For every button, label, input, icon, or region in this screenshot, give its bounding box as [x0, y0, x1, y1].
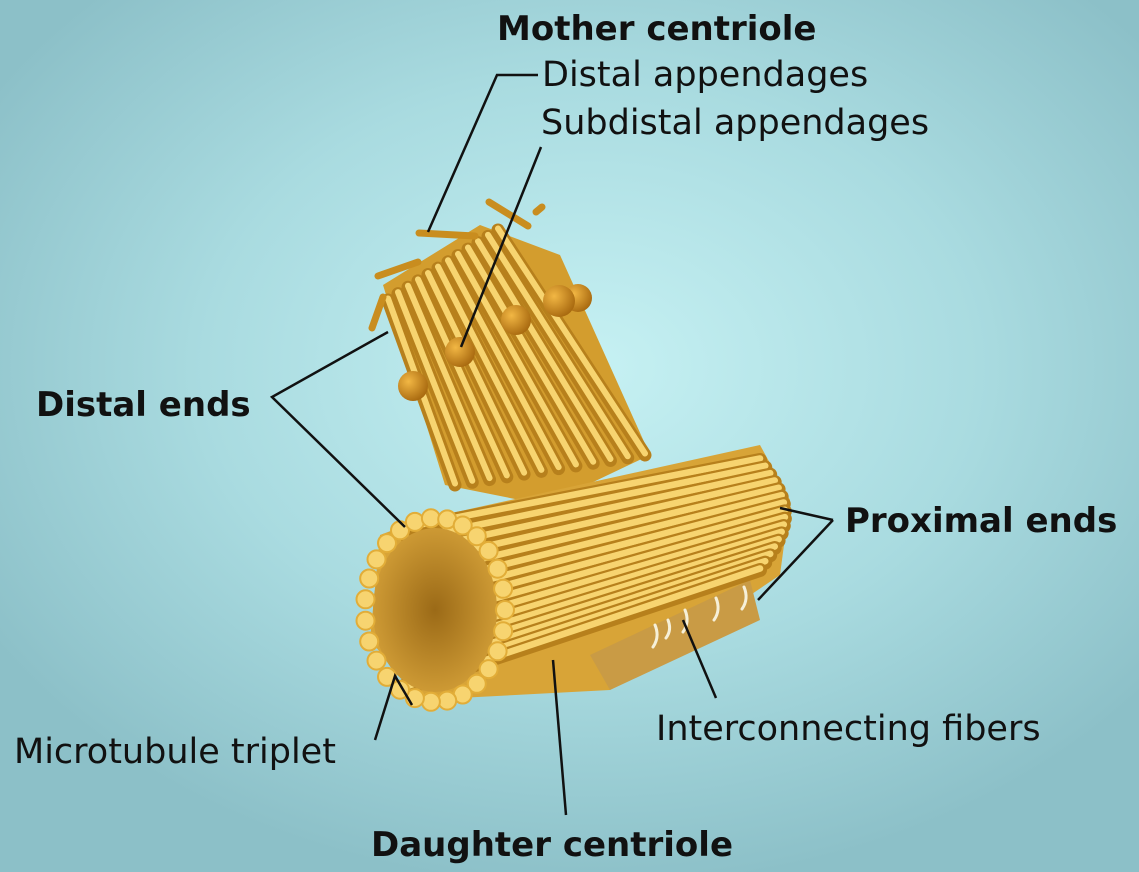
microtubule-triplet-end	[494, 580, 512, 598]
microtubule-triplet-end	[480, 542, 498, 560]
distal-ends-label: Distal ends	[36, 388, 251, 422]
subdistal-appendages-label: Subdistal appendages	[541, 106, 929, 141]
distal-appendages-label: Distal appendages	[542, 58, 868, 93]
microtubule-triplet-end	[406, 513, 424, 531]
microtubule-triplet-end	[360, 570, 378, 588]
microtubule-triplet-end	[480, 660, 498, 678]
mother-centriole-label: Mother centriole	[497, 12, 816, 46]
microtubule-triplet-end	[489, 560, 507, 578]
microtubule-triplet-end	[360, 633, 378, 651]
interconnecting-fibers-label: Interconnecting fibers	[656, 712, 1041, 747]
microtubule-triplet-end	[357, 590, 375, 608]
proximal-ends-label: Proximal ends	[845, 504, 1117, 538]
microtubule-triplet-end	[357, 612, 375, 630]
mother-centriole	[372, 202, 650, 505]
daughter-centriole-label: Daughter centriole	[371, 828, 733, 862]
microtubule-triplet-end	[494, 622, 512, 640]
microtubule-triplet-end	[368, 550, 386, 568]
lumen	[373, 528, 497, 692]
microtubule-triplet-end	[438, 692, 456, 710]
microtubule-triplet-end	[368, 652, 386, 670]
microtubule-triplet-end	[422, 693, 440, 711]
microtubule-triplet-end	[468, 527, 486, 545]
microtubule-triplet-end	[422, 509, 440, 527]
microtubule-triplet-end	[489, 642, 507, 660]
microtubule-triplet-end	[496, 601, 514, 619]
microtubule-triplet-label: Microtubule triplet	[14, 735, 336, 770]
